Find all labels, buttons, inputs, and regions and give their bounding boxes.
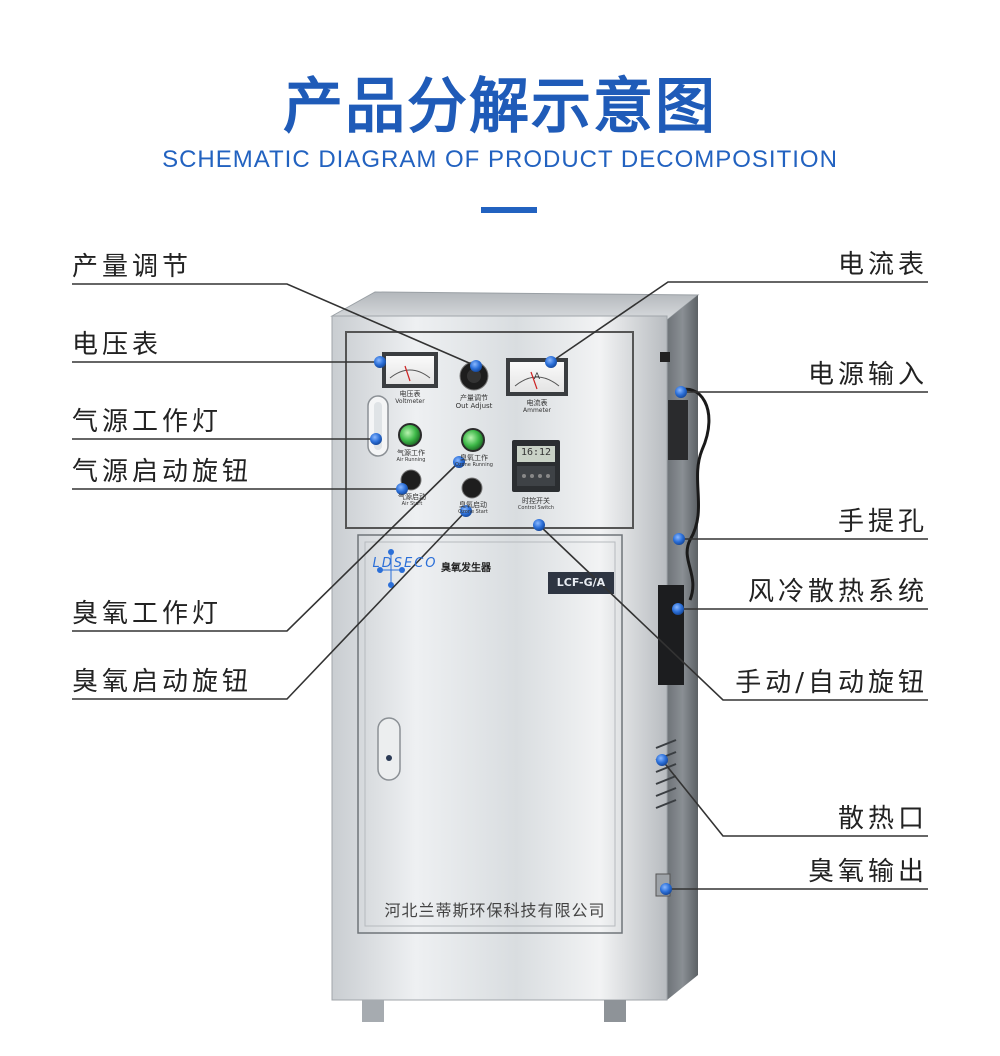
panel-ammeter-unit: A <box>533 372 541 382</box>
marker-power-input <box>675 386 687 398</box>
air-running-lamp <box>398 423 422 447</box>
leader-lines <box>72 281 928 890</box>
panel-ozone-running-cn: 臭氧工作 <box>460 454 488 462</box>
cabinet-leg-right <box>604 1000 626 1022</box>
model-badge <box>548 572 614 594</box>
marker-ozone-light <box>453 456 465 468</box>
marker-air-source-light <box>370 433 382 445</box>
label-power-input: 电源输入 <box>807 360 928 390</box>
label-ammeter: 电流表 <box>837 250 928 280</box>
marker-voltmeter <box>374 356 386 368</box>
product-name: 臭氧发生器 <box>441 563 491 574</box>
panel-timer-en: Control Switch <box>517 505 555 511</box>
marker-ammeter <box>545 356 557 368</box>
panel-adjust-cn: 产量调节 <box>460 394 488 402</box>
label-fan-cooling: 风冷散热系统 <box>747 577 928 607</box>
label-output-adjust: 产量调节 <box>72 252 193 282</box>
leader-heat-vent <box>661 759 928 837</box>
side-fan-upper <box>668 400 688 460</box>
model-number: LCF-G/A <box>556 576 606 589</box>
panel-voltmeter-en: Voltmeter <box>395 398 425 405</box>
label-ozone-light: 臭氧工作灯 <box>72 599 223 629</box>
label-manual-auto-knob: 手动/自动旋钮 <box>735 668 928 698</box>
leader-ozone-light <box>72 461 460 632</box>
label-air-source-light: 气源工作灯 <box>72 407 223 437</box>
marker-fan-cooling <box>672 603 684 615</box>
marker-ozone-knob <box>460 505 472 517</box>
cabinet-door <box>357 534 623 934</box>
side-fan <box>658 585 684 685</box>
panel-ammeter-cn: 电流表 <box>526 399 548 407</box>
brand-logo-mark <box>377 549 405 588</box>
page-subtitle: SCHEMATIC DIAGRAM OF PRODUCT DECOMPOSITI… <box>162 146 838 173</box>
panel-timer-display: 16:12 <box>520 447 552 458</box>
callout-markers <box>370 356 687 895</box>
panel-air-start-en: Air Start <box>401 501 423 507</box>
panel-air-start-cn: 气源启动 <box>398 493 426 501</box>
leader-manual-auto <box>538 524 928 701</box>
panel-ammeter-en: Ammeter <box>523 407 551 414</box>
marker-air-source-knob <box>396 483 408 495</box>
label-voltmeter: 电压表 <box>72 330 163 360</box>
marker-heat-vent <box>656 754 668 766</box>
cabinet-leg-left <box>362 1000 384 1022</box>
panel-ozone-start-cn: 臭氧启动 <box>459 501 487 509</box>
ozone-start-knob <box>461 477 483 499</box>
panel-air-running-cn: 气源工作 <box>397 449 425 457</box>
control-panel <box>345 331 634 529</box>
label-ozone-knob: 臭氧启动旋钮 <box>72 667 253 697</box>
label-heat-vent: 散热口 <box>837 804 928 834</box>
panel-ozone-running-en: Ozone Running <box>455 462 493 468</box>
marker-manual-auto <box>533 519 545 531</box>
marker-ozone-output <box>660 883 672 895</box>
company-name: 河北兰蒂斯环保科技有限公司 <box>384 901 606 920</box>
label-handle-hole: 手提孔 <box>837 507 928 537</box>
label-air-source-knob: 气源启动旋钮 <box>72 457 253 487</box>
panel-voltmeter-cn: 电压表 <box>399 390 421 398</box>
label-ozone-output: 臭氧输出 <box>807 857 928 887</box>
panel-air-running-en: Air Running <box>396 457 426 463</box>
ozone-running-lamp <box>461 428 485 452</box>
panel-ozone-start-en: Ozone Start <box>458 509 488 515</box>
panel-adjust-en: Out Adjust <box>455 402 493 410</box>
leader-output-adjust <box>72 283 477 367</box>
marker-handle-hole <box>673 533 685 545</box>
title-underline <box>481 207 537 213</box>
marker-output-adjust <box>470 360 482 372</box>
leader-ammeter <box>550 281 928 363</box>
panel-timer-cn: 时控开关 <box>522 497 550 505</box>
power-cable <box>675 387 711 601</box>
brand-name: LDSECO <box>372 556 438 571</box>
leader-ozone-knob <box>72 510 467 700</box>
door-handle <box>377 717 401 781</box>
page-title: 产品分解示意图 <box>283 72 717 142</box>
